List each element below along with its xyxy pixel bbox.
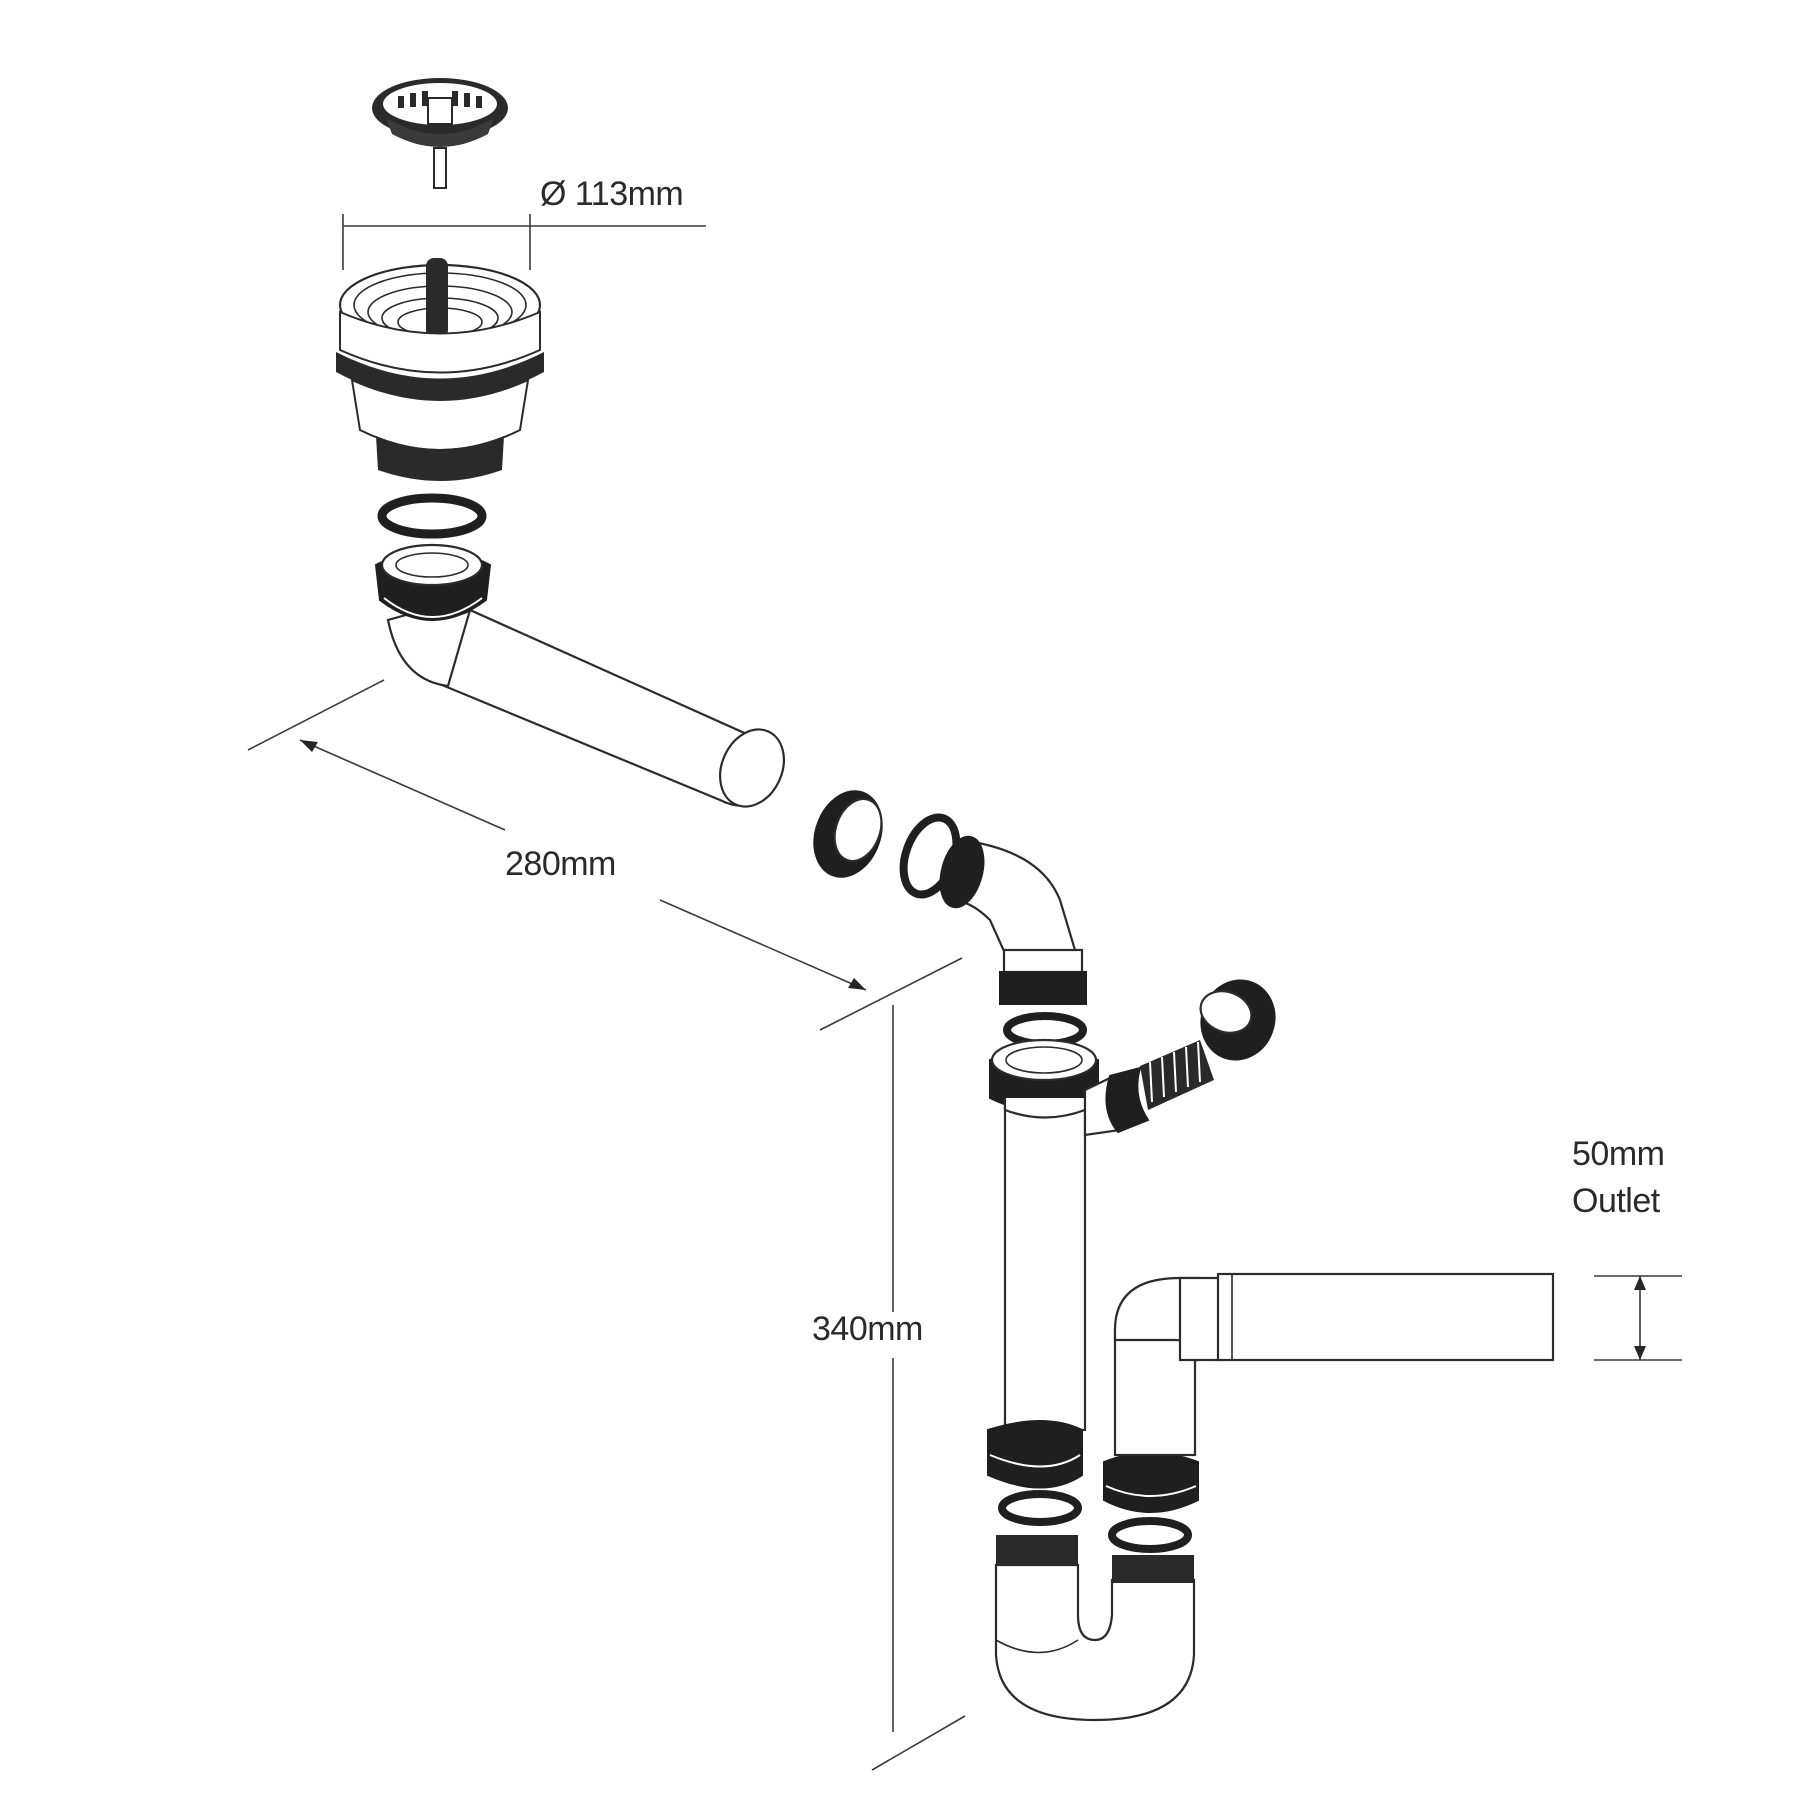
dimension-arm-length: 280mm [247,679,963,1031]
strainer-plug [372,78,508,189]
standpipe-tee [989,1038,1122,1432]
outlet-pipe [1113,1272,1555,1457]
middle-elbow [939,835,1087,1005]
dimension-trap-height: 340mm [812,1005,966,1771]
basket-washer [377,493,487,539]
label-arm-length: 280mm [505,845,616,883]
label-basket-diameter: Ø 113mm [540,175,683,213]
dimension-basket-diameter: Ø 113mm [342,175,706,270]
bottle-trap [987,1420,1199,1722]
dimension-outlet-size: 50mm Outlet [1572,1135,1682,1361]
label-trap-height: 340mm [812,1310,923,1348]
middle-connector-nut [813,790,883,878]
strainer-basket-body [336,258,544,481]
label-outlet-size: 50mm [1572,1135,1664,1173]
side-inlet-branch [1105,979,1276,1134]
label-outlet-word: Outlet [1572,1182,1661,1220]
upper-elbow-and-arm [374,543,785,808]
